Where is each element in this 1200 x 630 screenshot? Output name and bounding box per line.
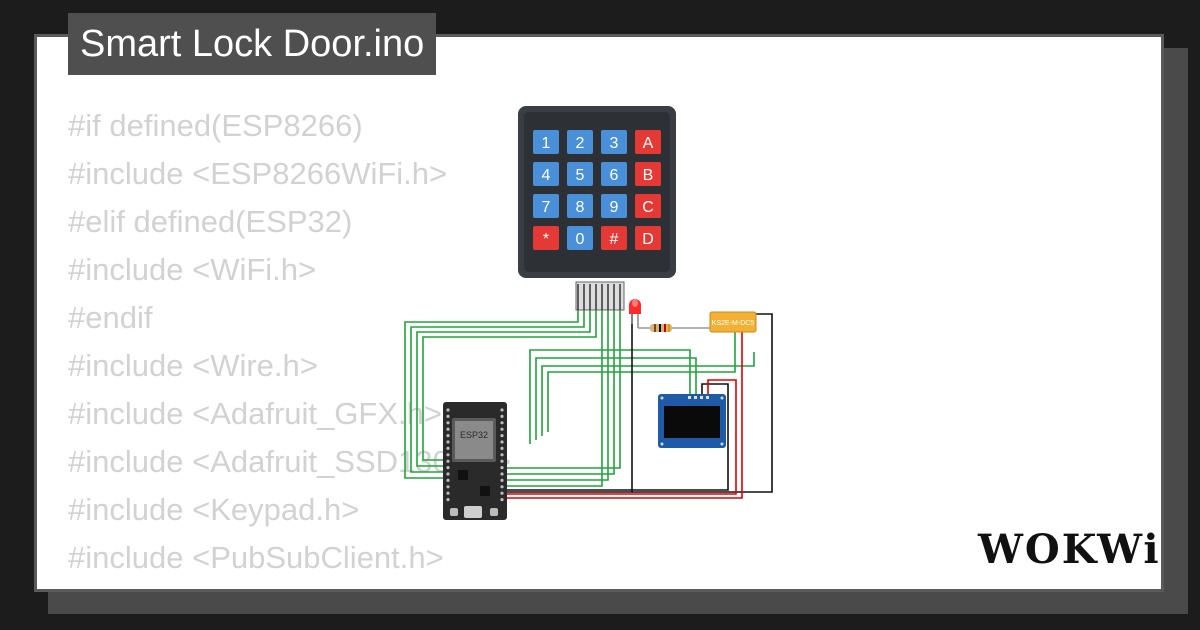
esp32-board[interactable]: ESP32 xyxy=(443,402,507,520)
keypad-wires xyxy=(404,310,755,487)
oled-display[interactable] xyxy=(658,394,726,448)
keypad-key-label: 1 xyxy=(542,135,551,152)
code-preview: #if defined(ESP8266) #include <ESP8266Wi… xyxy=(68,104,511,584)
code-line: #include <PubSubClient.h> xyxy=(68,540,444,575)
keypad-key[interactable] xyxy=(635,194,661,218)
keypad-key-label: C xyxy=(642,199,654,216)
esp32-pin xyxy=(500,498,504,502)
keypad-key[interactable] xyxy=(533,226,559,250)
keypad-key-label: 7 xyxy=(542,199,551,216)
keypad-key[interactable] xyxy=(567,162,593,186)
keypad-key[interactable] xyxy=(635,162,661,186)
keypad-key-label: 2 xyxy=(576,135,585,152)
keypad-key-label: D xyxy=(642,231,654,248)
code-line: #include <ESP8266WiFi.h> xyxy=(68,156,448,191)
relay-label: KS2E-M-DC5 xyxy=(712,320,755,327)
keypad-key[interactable] xyxy=(601,194,627,218)
code-line: #include <WiFi.h> xyxy=(68,252,317,287)
keypad-key-label: 0 xyxy=(576,231,585,248)
keypad-key[interactable] xyxy=(601,162,627,186)
code-line: #include <Keypad.h> xyxy=(68,492,360,527)
esp32-pin xyxy=(446,421,450,425)
esp32-pin xyxy=(446,414,450,418)
esp32-pin xyxy=(446,434,450,438)
resistor[interactable] xyxy=(638,324,710,332)
esp32-pin xyxy=(500,414,504,418)
esp32-pin xyxy=(500,466,504,470)
keypad-key[interactable] xyxy=(567,194,593,218)
esp32-pin xyxy=(500,485,504,489)
keypad-key[interactable] xyxy=(601,226,627,250)
esp32-pin xyxy=(500,491,504,495)
esp32-pin xyxy=(446,498,450,502)
keypad-key[interactable] xyxy=(533,162,559,186)
esp32-pin xyxy=(500,434,504,438)
esp32-pin xyxy=(446,459,450,463)
esp32-pin xyxy=(500,408,504,412)
esp32-pin xyxy=(446,466,450,470)
esp32-pin xyxy=(446,491,450,495)
relay[interactable]: KS2E-M-DC5 xyxy=(709,311,757,333)
esp32-pin xyxy=(446,472,450,476)
esp32-pin xyxy=(500,472,504,476)
keypad-key[interactable] xyxy=(635,226,661,250)
code-line: #elif defined(ESP32) xyxy=(68,204,353,239)
esp32-label: ESP32 xyxy=(460,430,488,440)
keypad-key-label: 6 xyxy=(610,167,619,184)
keypad-key[interactable] xyxy=(567,130,593,154)
esp32-pin xyxy=(446,408,450,412)
code-line: #endif xyxy=(68,300,153,335)
project-title[interactable]: Smart Lock Door.ino xyxy=(68,13,437,75)
esp32-pin xyxy=(500,453,504,457)
power-wires xyxy=(505,328,743,499)
esp32-pin xyxy=(446,446,450,450)
keypad-key-label: B xyxy=(643,167,654,184)
keypad-key-label: 9 xyxy=(610,199,619,216)
esp32-pin xyxy=(500,421,504,425)
code-line: #include <Adafruit_GFX.h> xyxy=(68,396,442,431)
esp32-pin xyxy=(500,478,504,482)
keypad-key[interactable] xyxy=(567,226,593,250)
esp32-pin xyxy=(446,440,450,444)
keypad[interactable]: 1 2 3 A 4 5 6 B 7 8 9 C * 0 # D xyxy=(518,106,676,311)
esp32-pin xyxy=(500,459,504,463)
keypad-key[interactable] xyxy=(635,130,661,154)
keypad-key-label: # xyxy=(610,231,619,248)
code-line: #include <Adafruit_SSD1306.h> xyxy=(68,444,511,479)
ground-wires xyxy=(505,313,773,493)
esp32-pin xyxy=(500,440,504,444)
keypad-key-label: A xyxy=(643,135,654,152)
esp32-pin xyxy=(446,478,450,482)
keypad-key-label: 3 xyxy=(610,135,619,152)
keypad-key[interactable] xyxy=(533,194,559,218)
esp32-pin xyxy=(500,446,504,450)
keypad-key[interactable] xyxy=(533,130,559,154)
code-line: #include <Wire.h> xyxy=(68,348,318,383)
keypad-key-label: 8 xyxy=(576,199,585,216)
keypad-key[interactable] xyxy=(601,130,627,154)
esp32-pin xyxy=(446,453,450,457)
esp32-pin xyxy=(500,427,504,431)
esp32-pin xyxy=(446,427,450,431)
led-red[interactable] xyxy=(629,299,641,328)
code-line: #if defined(ESP8266) xyxy=(68,108,363,143)
keypad-key-label: * xyxy=(543,231,549,248)
keypad-key-label: 4 xyxy=(542,167,551,184)
esp32-pin xyxy=(446,485,450,489)
keypad-key-label: 5 xyxy=(576,167,585,184)
wokwi-logo[interactable]: WOKWi xyxy=(978,526,1161,573)
